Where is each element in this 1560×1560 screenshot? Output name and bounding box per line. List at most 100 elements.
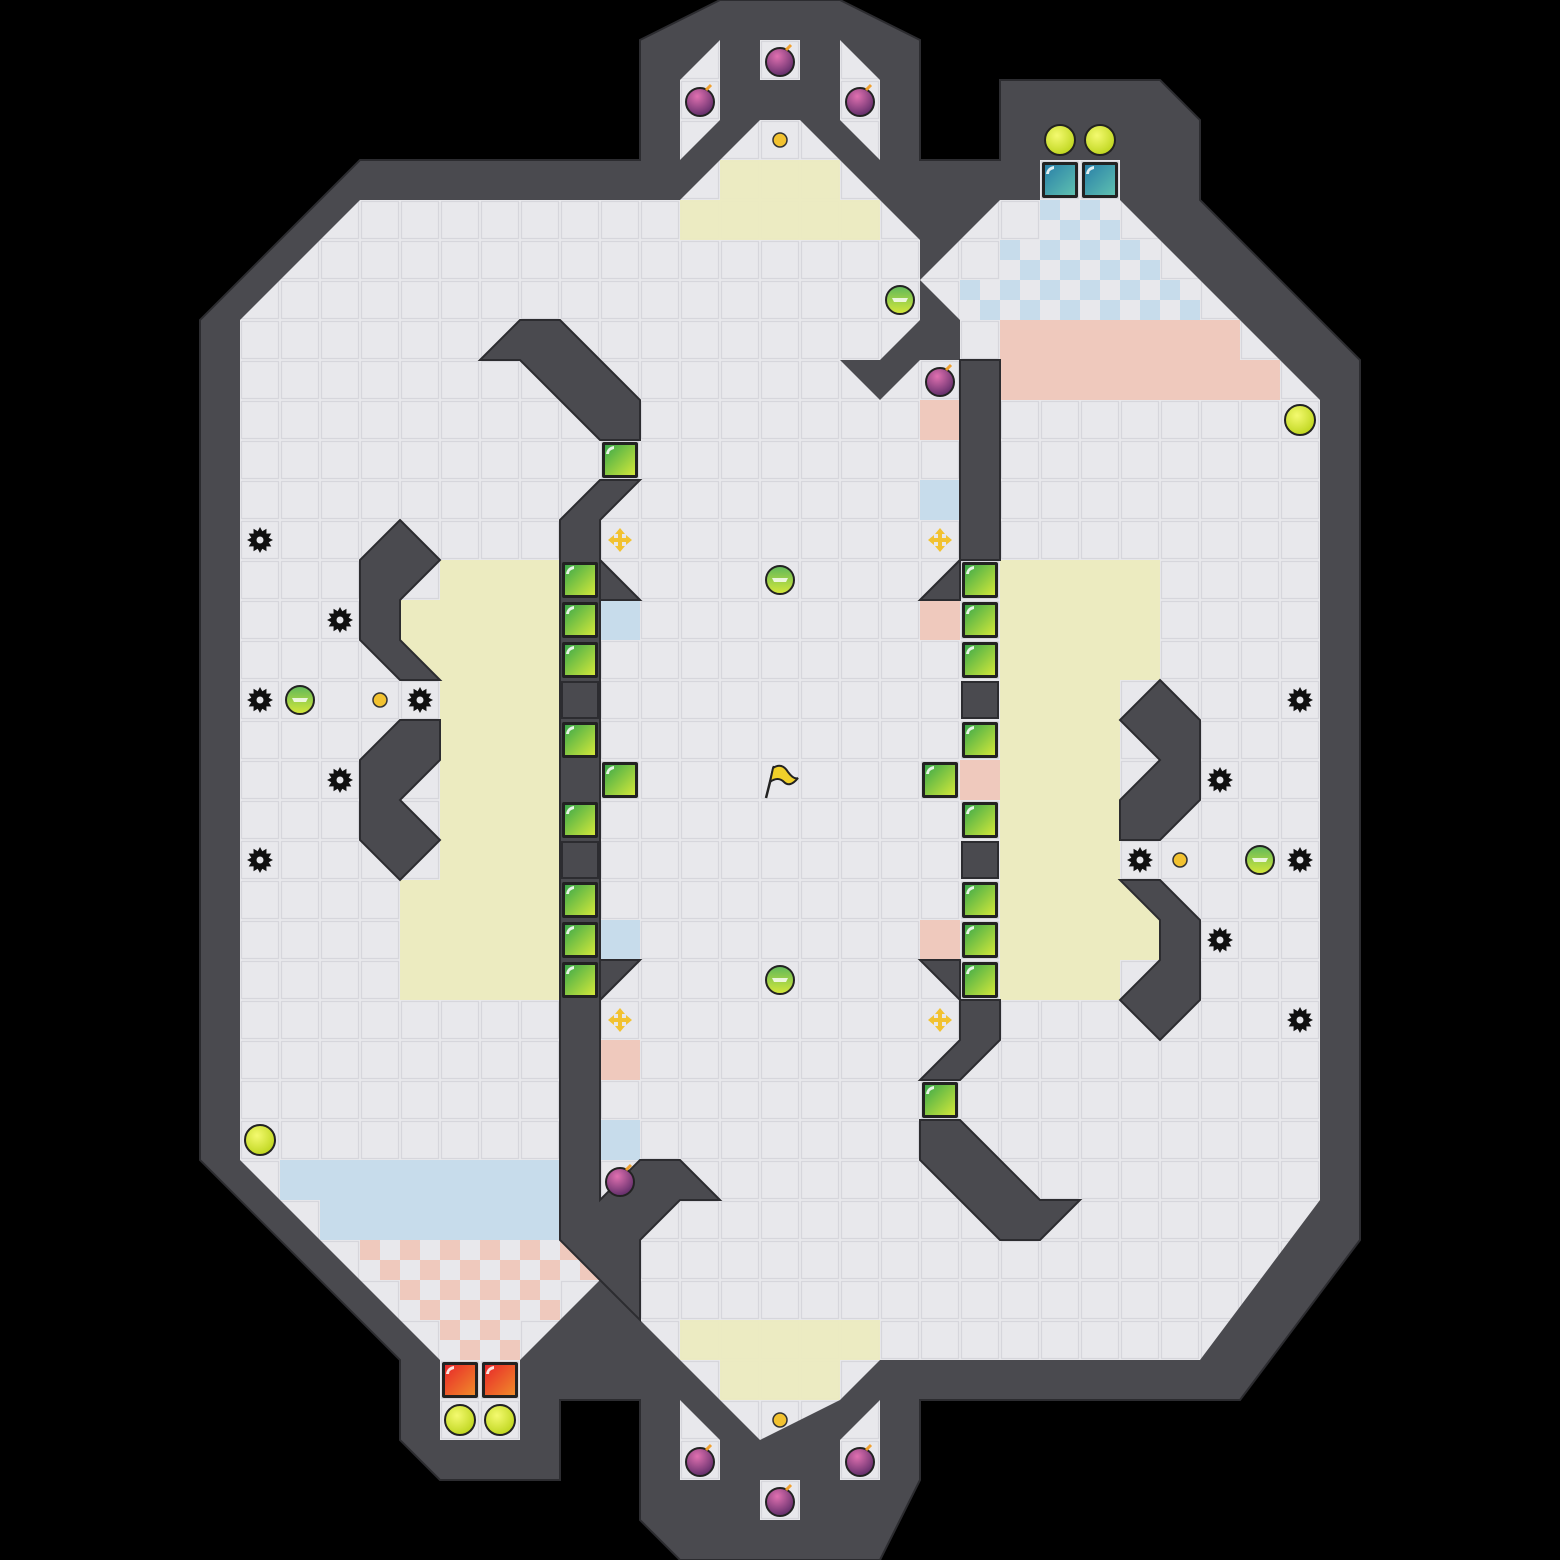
right-lower-hook <box>919 1119 1083 1241</box>
yellow-zone-left <box>400 560 560 1000</box>
red-tile <box>920 400 960 440</box>
bomb-icon[interactable] <box>925 363 955 397</box>
wedge <box>599 959 643 1003</box>
green-block-icon[interactable] <box>962 802 998 838</box>
object-layer <box>244 43 1316 1517</box>
green-block-icon[interactable] <box>962 962 998 998</box>
left-bracket-upper <box>359 518 443 681</box>
shield-orb-icon[interactable] <box>1245 845 1275 875</box>
red-tile <box>920 600 960 640</box>
green-block-icon[interactable] <box>962 722 998 758</box>
yellow-orb-icon[interactable] <box>484 1404 516 1436</box>
teal-block-icon[interactable] <box>1042 162 1078 198</box>
left-divider-wall <box>559 479 723 1323</box>
red-tile <box>960 760 1000 800</box>
shield-orb-icon[interactable] <box>885 285 915 315</box>
dark-block <box>961 841 999 879</box>
green-block-icon[interactable] <box>962 642 998 678</box>
yellow-orb-icon[interactable] <box>444 1404 476 1436</box>
blue-tile <box>920 480 960 520</box>
spawn-cross-icon <box>608 1008 632 1032</box>
green-block-icon[interactable] <box>562 922 598 958</box>
green-block-icon[interactable] <box>962 922 998 958</box>
gear-mine-icon <box>247 687 273 713</box>
gear-mine-icon <box>247 847 273 873</box>
blue-tile <box>600 1120 640 1160</box>
shield-orb-icon[interactable] <box>285 685 315 715</box>
small-coin-icon[interactable] <box>772 132 788 148</box>
green-block-icon[interactable] <box>962 602 998 638</box>
yellow-orb-icon[interactable] <box>1084 124 1116 156</box>
yellow-orb-icon[interactable] <box>1284 404 1316 436</box>
dark-block <box>561 841 599 879</box>
inner-wall-layer <box>359 319 1201 1323</box>
bomb-icon[interactable] <box>685 1443 715 1477</box>
wedge <box>599 557 643 601</box>
spawn-cross-icon <box>928 1008 952 1032</box>
blue-checker-zone <box>960 200 1200 320</box>
green-block-icon[interactable] <box>922 762 958 798</box>
yellow-zone-right <box>1000 560 1160 1000</box>
green-block-icon[interactable] <box>562 722 598 758</box>
right-bracket-upper <box>1118 678 1201 841</box>
green-block-icon[interactable] <box>562 602 598 638</box>
gear-mine-icon <box>1287 1007 1313 1033</box>
blue-tile <box>600 920 640 960</box>
green-block-icon[interactable] <box>602 442 638 478</box>
red-tile <box>920 920 960 960</box>
green-block-icon[interactable] <box>962 882 998 918</box>
flag-icon[interactable] <box>764 764 799 799</box>
bomb-icon[interactable] <box>685 83 715 117</box>
blue-tile <box>600 600 640 640</box>
spawn-cross-icon <box>928 528 952 552</box>
bomb-icon[interactable] <box>765 1483 795 1517</box>
left-bracket-lower <box>359 719 442 882</box>
red-tile <box>600 1040 640 1080</box>
blue-zone-bottom-left <box>280 1160 560 1240</box>
green-block-icon[interactable] <box>602 762 638 798</box>
gear-mine-icon <box>1207 927 1233 953</box>
left-upper-hook <box>477 319 641 441</box>
bomb-icon[interactable] <box>605 1163 635 1197</box>
bomb-icon[interactable] <box>845 83 875 117</box>
green-block-icon[interactable] <box>562 642 598 678</box>
gear-mine-icon <box>247 527 273 553</box>
spawn-cross-icon <box>608 528 632 552</box>
bomb-icon[interactable] <box>845 1443 875 1477</box>
small-coin-icon[interactable] <box>372 692 388 708</box>
red-block-icon[interactable] <box>482 1362 518 1398</box>
dark-block <box>561 681 599 719</box>
zone-layer <box>280 160 1280 1400</box>
dark-block <box>961 681 999 719</box>
gear-mine-icon <box>327 767 353 793</box>
gear-mine-icon <box>1207 767 1233 793</box>
gear-mine-icon <box>327 607 353 633</box>
shield-orb-icon[interactable] <box>765 565 795 595</box>
small-coin-icon[interactable] <box>1172 852 1188 868</box>
yellow-zone-bottom <box>680 1320 880 1400</box>
gear-mine-icon <box>1287 847 1313 873</box>
green-block-icon[interactable] <box>562 882 598 918</box>
red-zone-top-right <box>1000 320 1280 400</box>
gear-mine-icon <box>1127 847 1153 873</box>
wedge <box>917 557 961 601</box>
green-block-icon[interactable] <box>562 962 598 998</box>
yellow-orb-icon[interactable] <box>244 1124 276 1156</box>
small-coin-icon[interactable] <box>772 1412 788 1428</box>
yellow-orb-icon[interactable] <box>1044 124 1076 156</box>
red-checker-zone <box>360 1240 600 1360</box>
wedge <box>917 959 961 1003</box>
green-block-icon[interactable] <box>962 562 998 598</box>
right-divider-wall-lower <box>917 999 1001 1081</box>
green-block-icon[interactable] <box>922 1082 958 1118</box>
bomb-icon[interactable] <box>765 43 795 77</box>
teal-block-icon[interactable] <box>1082 162 1118 198</box>
right-bracket-lower <box>1117 879 1201 1042</box>
green-block-icon[interactable] <box>562 802 598 838</box>
red-block-icon[interactable] <box>442 1362 478 1398</box>
gear-mine-icon <box>407 687 433 713</box>
green-block-icon[interactable] <box>562 562 598 598</box>
shield-orb-icon[interactable] <box>765 965 795 995</box>
